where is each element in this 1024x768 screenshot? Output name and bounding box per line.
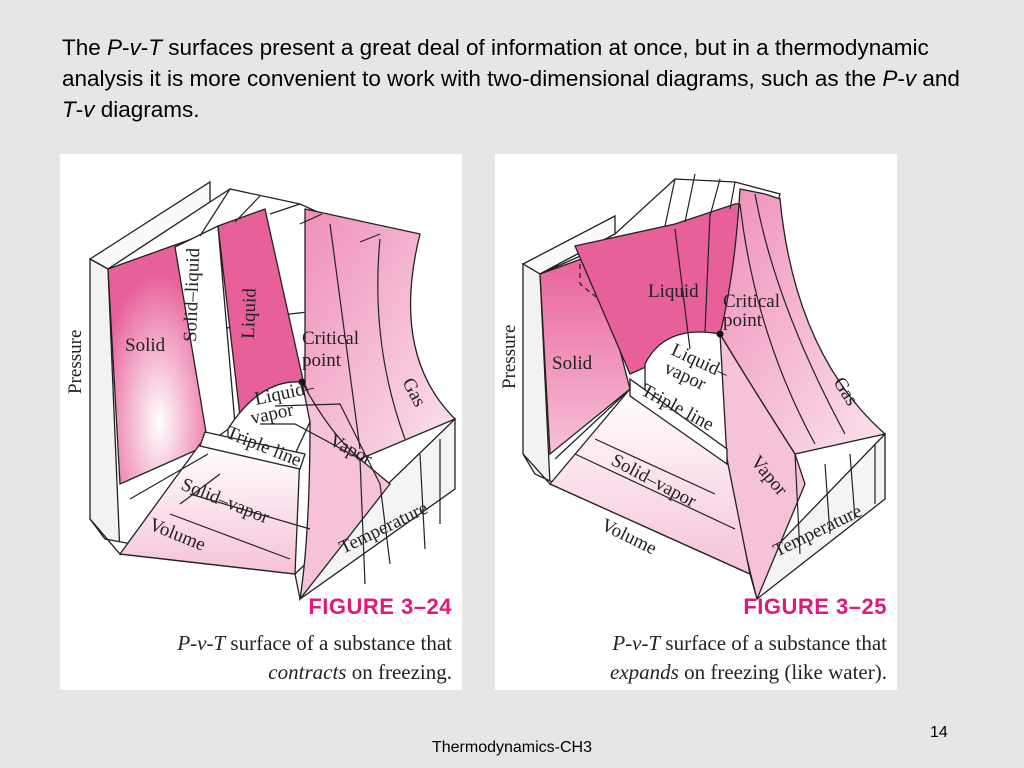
figure-3-25-panel: Pressure Solid Liquid Critical point Gas… <box>495 154 897 690</box>
figure-3-25-caption: P-ν-T surface of a substance that expand… <box>610 631 887 684</box>
figure-3-24-title: FIGURE 3–24 <box>308 594 452 619</box>
solid-label: Solid <box>552 353 593 374</box>
critical-point-label-line1: Critical <box>723 291 780 312</box>
intro-paragraph: The P-v-T surfaces present a great deal … <box>62 35 960 122</box>
pressure-axis-label: Pressure <box>499 325 520 389</box>
figure-3-25-title: FIGURE 3–25 <box>743 594 887 619</box>
liquid-label: Liquid <box>648 281 699 302</box>
liquid-label: Liquid <box>238 287 261 339</box>
figure-3-24-caption: P-ν-T surface of a substance that contra… <box>177 631 452 684</box>
pvt-surface-expands-diagram: Pressure Solid Liquid Critical point Gas… <box>499 173 887 602</box>
critical-point-label-line1: Critical <box>302 328 359 349</box>
solid-liquid-label: Solid–liquid <box>180 247 204 342</box>
critical-point-label-line2: point <box>723 310 763 331</box>
footer-text: Thermodynamics-CH3 <box>431 739 593 756</box>
pressure-axis-label: Pressure <box>65 330 86 394</box>
pvt-surface-contracts-diagram: Pressure Solid Solid–liquid Liquid Criti… <box>65 180 457 602</box>
solid-label: Solid <box>125 335 166 356</box>
critical-point-label-line2: point <box>302 350 342 371</box>
figure-3-24-panel: Pressure Solid Solid–liquid Liquid Criti… <box>60 154 462 690</box>
page-number: 14 <box>930 724 948 741</box>
